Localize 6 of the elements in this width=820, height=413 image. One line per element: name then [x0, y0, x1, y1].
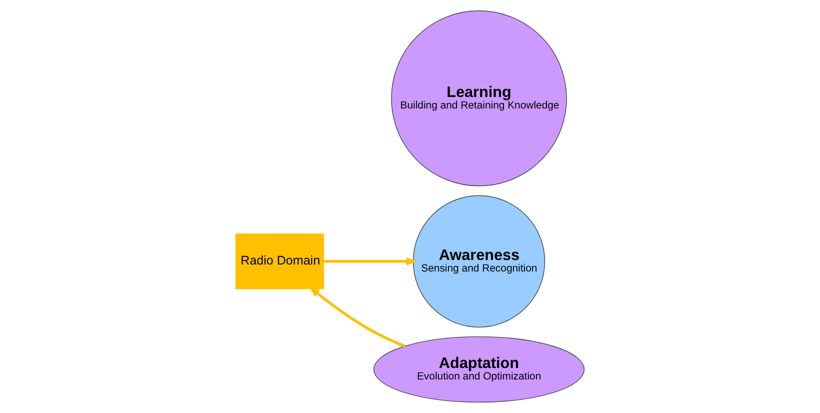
arrow — [324, 258, 418, 266]
arrow — [308, 286, 406, 348]
node-circle: Awareness Sensing and Recognition — [412, 195, 546, 328]
node-circle: Learning Building and Retaining Knowledge — [391, 10, 567, 186]
node-box: Radio Domain — [235, 234, 324, 290]
node-ellipse: Adaptation Evolution and Optimization — [373, 336, 585, 403]
